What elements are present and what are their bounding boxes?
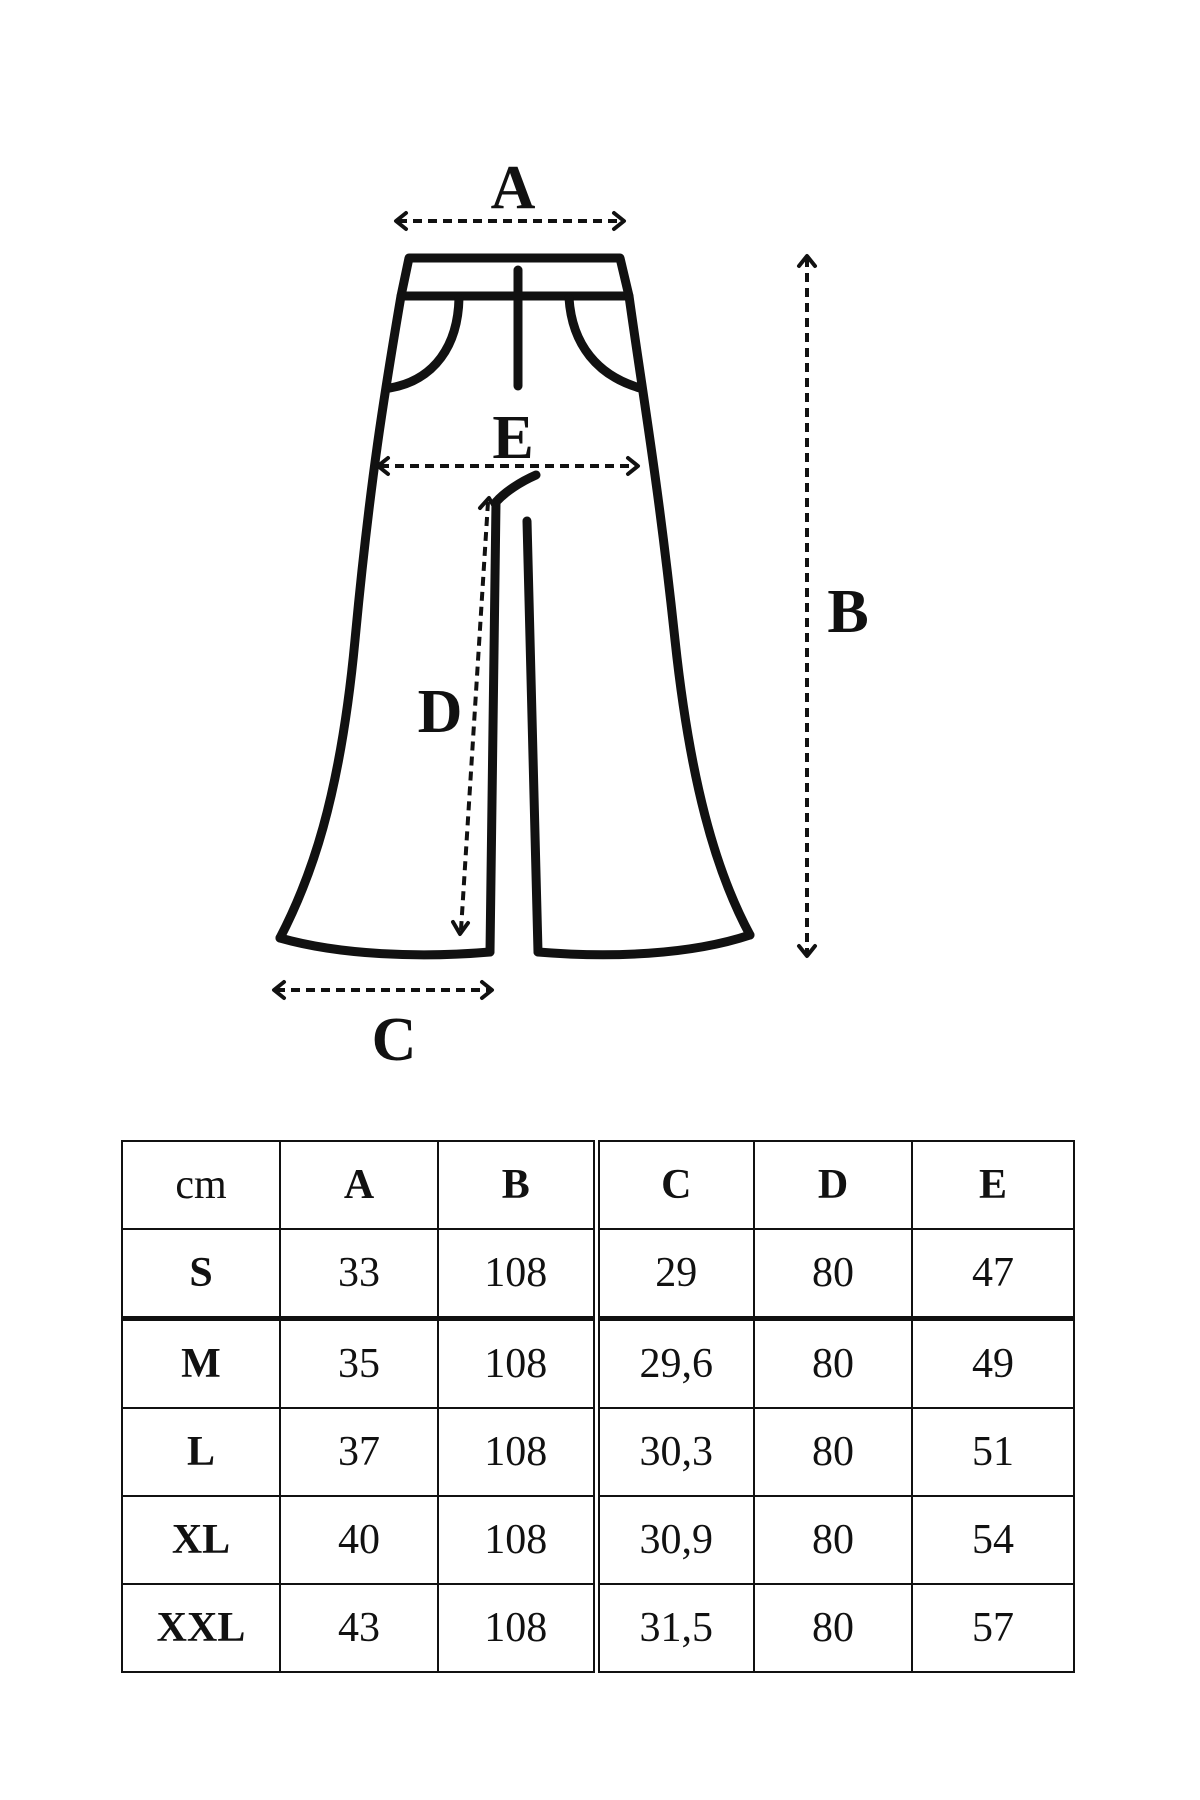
size-label: XL [121, 1495, 281, 1585]
table-row: S 33 108 29 80 47 [121, 1228, 1075, 1321]
right-pocket [564, 293, 645, 393]
table-cell: 49 [911, 1317, 1075, 1409]
table-header-row: cm A B C D E [121, 1140, 1075, 1230]
left-pocket [385, 293, 464, 393]
table-cell: 29,6 [595, 1317, 755, 1409]
measure-d-arrow [451, 496, 498, 936]
column-header-d: D [753, 1140, 913, 1230]
table-cell: 30,3 [595, 1407, 755, 1497]
table-cell: 80 [753, 1583, 913, 1673]
left-leg-hem [275, 933, 495, 960]
table-cell: 80 [753, 1407, 913, 1497]
size-label: L [121, 1407, 281, 1497]
right-inner-seam [522, 516, 543, 957]
size-label: XXL [121, 1583, 281, 1673]
column-header-b: B [437, 1140, 600, 1230]
table-row: XL 40 108 30,9 80 54 [121, 1495, 1075, 1585]
table-cell: 33 [279, 1228, 439, 1321]
label-b: B [827, 578, 868, 646]
pants-measurement-diagram: A E B D C [272, 154, 869, 1074]
measure-c-arrow [272, 980, 494, 1000]
column-header-e: E [911, 1140, 1075, 1230]
column-header-a: A [279, 1140, 439, 1230]
table-cell: 30,9 [595, 1495, 755, 1585]
table-cell: 108 [437, 1495, 600, 1585]
right-outer-seam [624, 291, 755, 940]
crotch-curve [491, 470, 541, 507]
table-row: M 35 108 29,6 80 49 [121, 1317, 1075, 1409]
label-d: D [418, 678, 463, 746]
right-leg-hem [533, 930, 755, 960]
table-cell: 40 [279, 1495, 439, 1585]
label-c: C [372, 1006, 417, 1074]
table-cell: 80 [753, 1317, 913, 1409]
table-cell: 108 [437, 1317, 600, 1409]
table-row: L 37 108 30,3 80 51 [121, 1407, 1075, 1497]
left-outer-seam [275, 291, 406, 943]
table-cell: 37 [279, 1407, 439, 1497]
left-inner-seam [485, 497, 501, 957]
measure-a-arrow [394, 211, 626, 231]
table-cell: 47 [911, 1228, 1075, 1321]
size-label: M [121, 1317, 281, 1409]
measure-e-arrow [376, 456, 640, 476]
table-row: XXL 43 108 31,5 80 57 [121, 1583, 1075, 1673]
table-cell: 108 [437, 1583, 600, 1673]
label-a: A [491, 154, 536, 222]
table-cell: 31,5 [595, 1583, 755, 1673]
table-cell: 43 [279, 1583, 439, 1673]
table-cell: 51 [911, 1407, 1075, 1497]
table-cell: 108 [437, 1228, 600, 1321]
size-chart-table: cm A B C D E S 33 108 29 80 47 M 35 108 … [121, 1140, 1075, 1673]
pants-outline [275, 253, 755, 960]
unit-header: cm [121, 1140, 281, 1230]
table-cell: 80 [753, 1228, 913, 1321]
table-cell: 80 [753, 1495, 913, 1585]
table-cell: 57 [911, 1583, 1075, 1673]
measure-b-arrow [797, 254, 817, 958]
column-header-c: C [595, 1140, 755, 1230]
table-cell: 35 [279, 1317, 439, 1409]
table-cell: 54 [911, 1495, 1075, 1585]
label-e: E [492, 404, 533, 472]
table-cell: 108 [437, 1407, 600, 1497]
table-cell: 29 [595, 1228, 755, 1321]
size-label: S [121, 1228, 281, 1321]
